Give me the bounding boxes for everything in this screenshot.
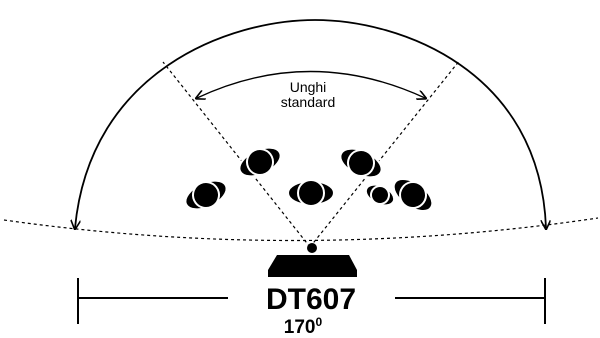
angle-value: 170 xyxy=(284,317,316,338)
wide-angle-arc xyxy=(75,19,546,228)
model-label: DT607 xyxy=(266,283,356,316)
person-head xyxy=(287,179,335,207)
angle-label: 1700 xyxy=(284,315,323,338)
standard-angle-right-line xyxy=(309,59,461,248)
camera-lens xyxy=(307,243,317,253)
camera-body xyxy=(268,255,357,277)
angle-unit-superscript: 0 xyxy=(316,315,323,329)
person-head xyxy=(364,183,396,207)
person-head xyxy=(339,147,383,179)
people-heads-group xyxy=(184,146,434,212)
standard-angle-arc xyxy=(197,70,425,99)
person-head xyxy=(184,179,228,211)
person-head xyxy=(392,178,434,212)
horizon-dotted-line xyxy=(3,217,599,242)
person-head xyxy=(238,146,282,178)
standard-angle-label-line1: Unghi xyxy=(290,79,327,95)
standard-angle-left-line xyxy=(162,61,311,248)
standard-angle-label-line2: standard xyxy=(281,94,335,110)
